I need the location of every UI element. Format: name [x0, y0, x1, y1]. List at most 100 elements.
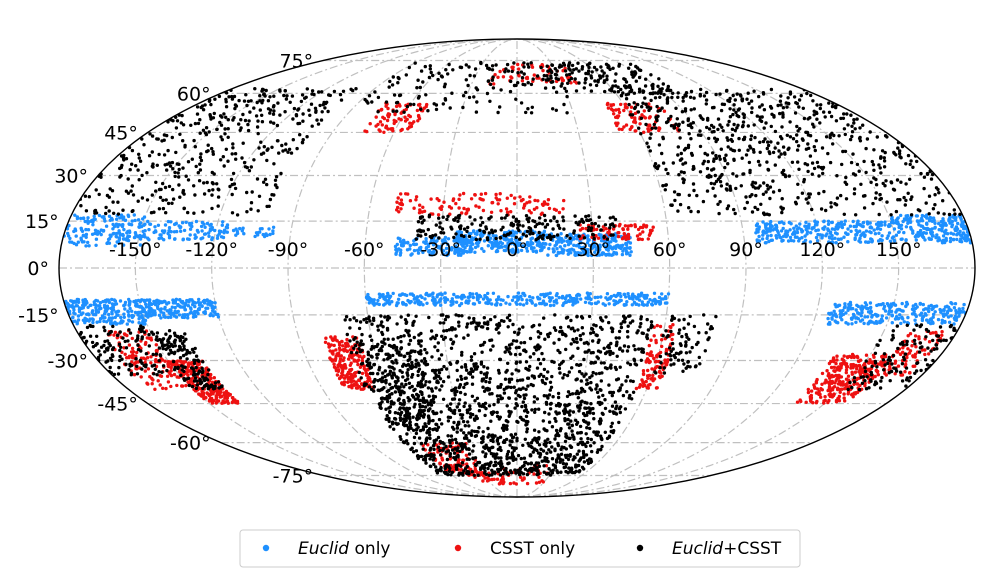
scatter-point	[904, 182, 908, 186]
scatter-point	[788, 235, 793, 240]
scatter-point	[624, 97, 629, 101]
scatter-point	[703, 151, 707, 156]
scatter-point	[430, 292, 435, 296]
scatter-point	[114, 302, 119, 306]
scatter-point	[496, 202, 500, 206]
scatter-point	[223, 127, 227, 131]
scatter-point	[242, 160, 247, 165]
scatter-point	[315, 118, 319, 122]
scatter-point	[584, 214, 588, 219]
scatter-point	[469, 197, 474, 201]
scatter-point	[638, 232, 642, 236]
scatter-point	[341, 373, 345, 377]
scatter-point	[154, 180, 158, 184]
scatter-point	[76, 300, 81, 304]
scatter-point	[846, 227, 850, 231]
scatter-point	[627, 102, 631, 107]
scatter-point	[561, 207, 565, 211]
scatter-point	[468, 294, 472, 298]
scatter-point	[81, 233, 86, 237]
scatter-point	[904, 225, 909, 229]
scatter-point	[106, 298, 111, 302]
scatter-point	[278, 89, 282, 93]
scatter-point	[197, 297, 201, 302]
scatter-point	[131, 193, 136, 197]
scatter-point	[614, 239, 618, 243]
scatter-point	[425, 301, 429, 305]
scatter-point	[168, 360, 172, 364]
scatter-point	[454, 232, 458, 236]
scatter-point	[784, 234, 788, 239]
scatter-point	[795, 133, 799, 137]
scatter-point	[171, 298, 175, 302]
scatter-point	[658, 301, 663, 306]
scatter-point	[268, 108, 273, 112]
scatter-point	[599, 295, 603, 299]
scatter-point	[490, 64, 495, 68]
scatter-point	[724, 153, 728, 157]
scatter-point	[558, 245, 562, 249]
scatter-point	[485, 91, 490, 96]
scatter-point	[346, 380, 350, 384]
scatter-point	[166, 219, 171, 224]
scatter-point	[333, 358, 338, 363]
scatter-point	[408, 114, 412, 119]
scatter-point	[211, 314, 215, 318]
scatter-point	[856, 317, 860, 321]
scatter-point	[506, 69, 511, 73]
scatter-point	[160, 139, 164, 143]
scatter-point	[512, 83, 517, 88]
scatter-point	[494, 236, 498, 241]
scatter-point	[959, 237, 963, 241]
scatter-point	[551, 107, 555, 111]
scatter-point	[371, 301, 376, 306]
scatter-point	[457, 197, 461, 201]
scatter-point	[427, 215, 431, 219]
scatter-point	[421, 205, 425, 209]
scatter-point	[250, 190, 254, 194]
scatter-point	[124, 189, 129, 193]
scatter-point	[340, 381, 344, 385]
scatter-point	[85, 312, 89, 316]
scatter-point	[517, 67, 521, 71]
scatter-point	[671, 323, 675, 327]
scatter-point	[895, 221, 900, 225]
scatter-point	[418, 208, 422, 212]
scatter-point	[365, 295, 369, 299]
scatter-point	[457, 216, 461, 220]
scatter-point	[345, 337, 349, 342]
scatter-point	[705, 189, 710, 193]
scatter-point	[101, 228, 106, 233]
scatter-point	[283, 110, 287, 114]
scatter-point	[461, 105, 465, 110]
scatter-point	[247, 169, 252, 173]
scatter-point	[86, 228, 91, 232]
scatter-point	[399, 243, 404, 247]
scatter-point	[936, 211, 940, 215]
scatter-point	[246, 128, 251, 133]
scatter-point	[833, 231, 838, 235]
scatter-point	[468, 215, 472, 219]
scatter-point	[513, 196, 517, 200]
scatter-point	[868, 310, 873, 314]
scatter-point	[301, 119, 305, 123]
scatter-point	[643, 116, 648, 120]
scatter-point	[611, 215, 615, 219]
scatter-point	[648, 360, 652, 364]
scatter-point	[501, 478, 505, 482]
scatter-point	[407, 65, 411, 70]
scatter-point	[591, 232, 595, 237]
scatter-point	[286, 150, 290, 154]
scatter-point	[608, 226, 612, 230]
scatter-point	[568, 236, 572, 240]
scatter-point	[395, 109, 399, 113]
scatter-point	[745, 97, 749, 101]
scatter-point	[271, 231, 275, 236]
scatter-point	[246, 122, 250, 127]
scatter-point	[394, 101, 399, 105]
scatter-point	[84, 227, 88, 232]
scatter-point	[174, 297, 179, 302]
scatter-point	[932, 304, 937, 309]
scatter-point	[248, 110, 252, 114]
scatter-point	[429, 70, 433, 75]
